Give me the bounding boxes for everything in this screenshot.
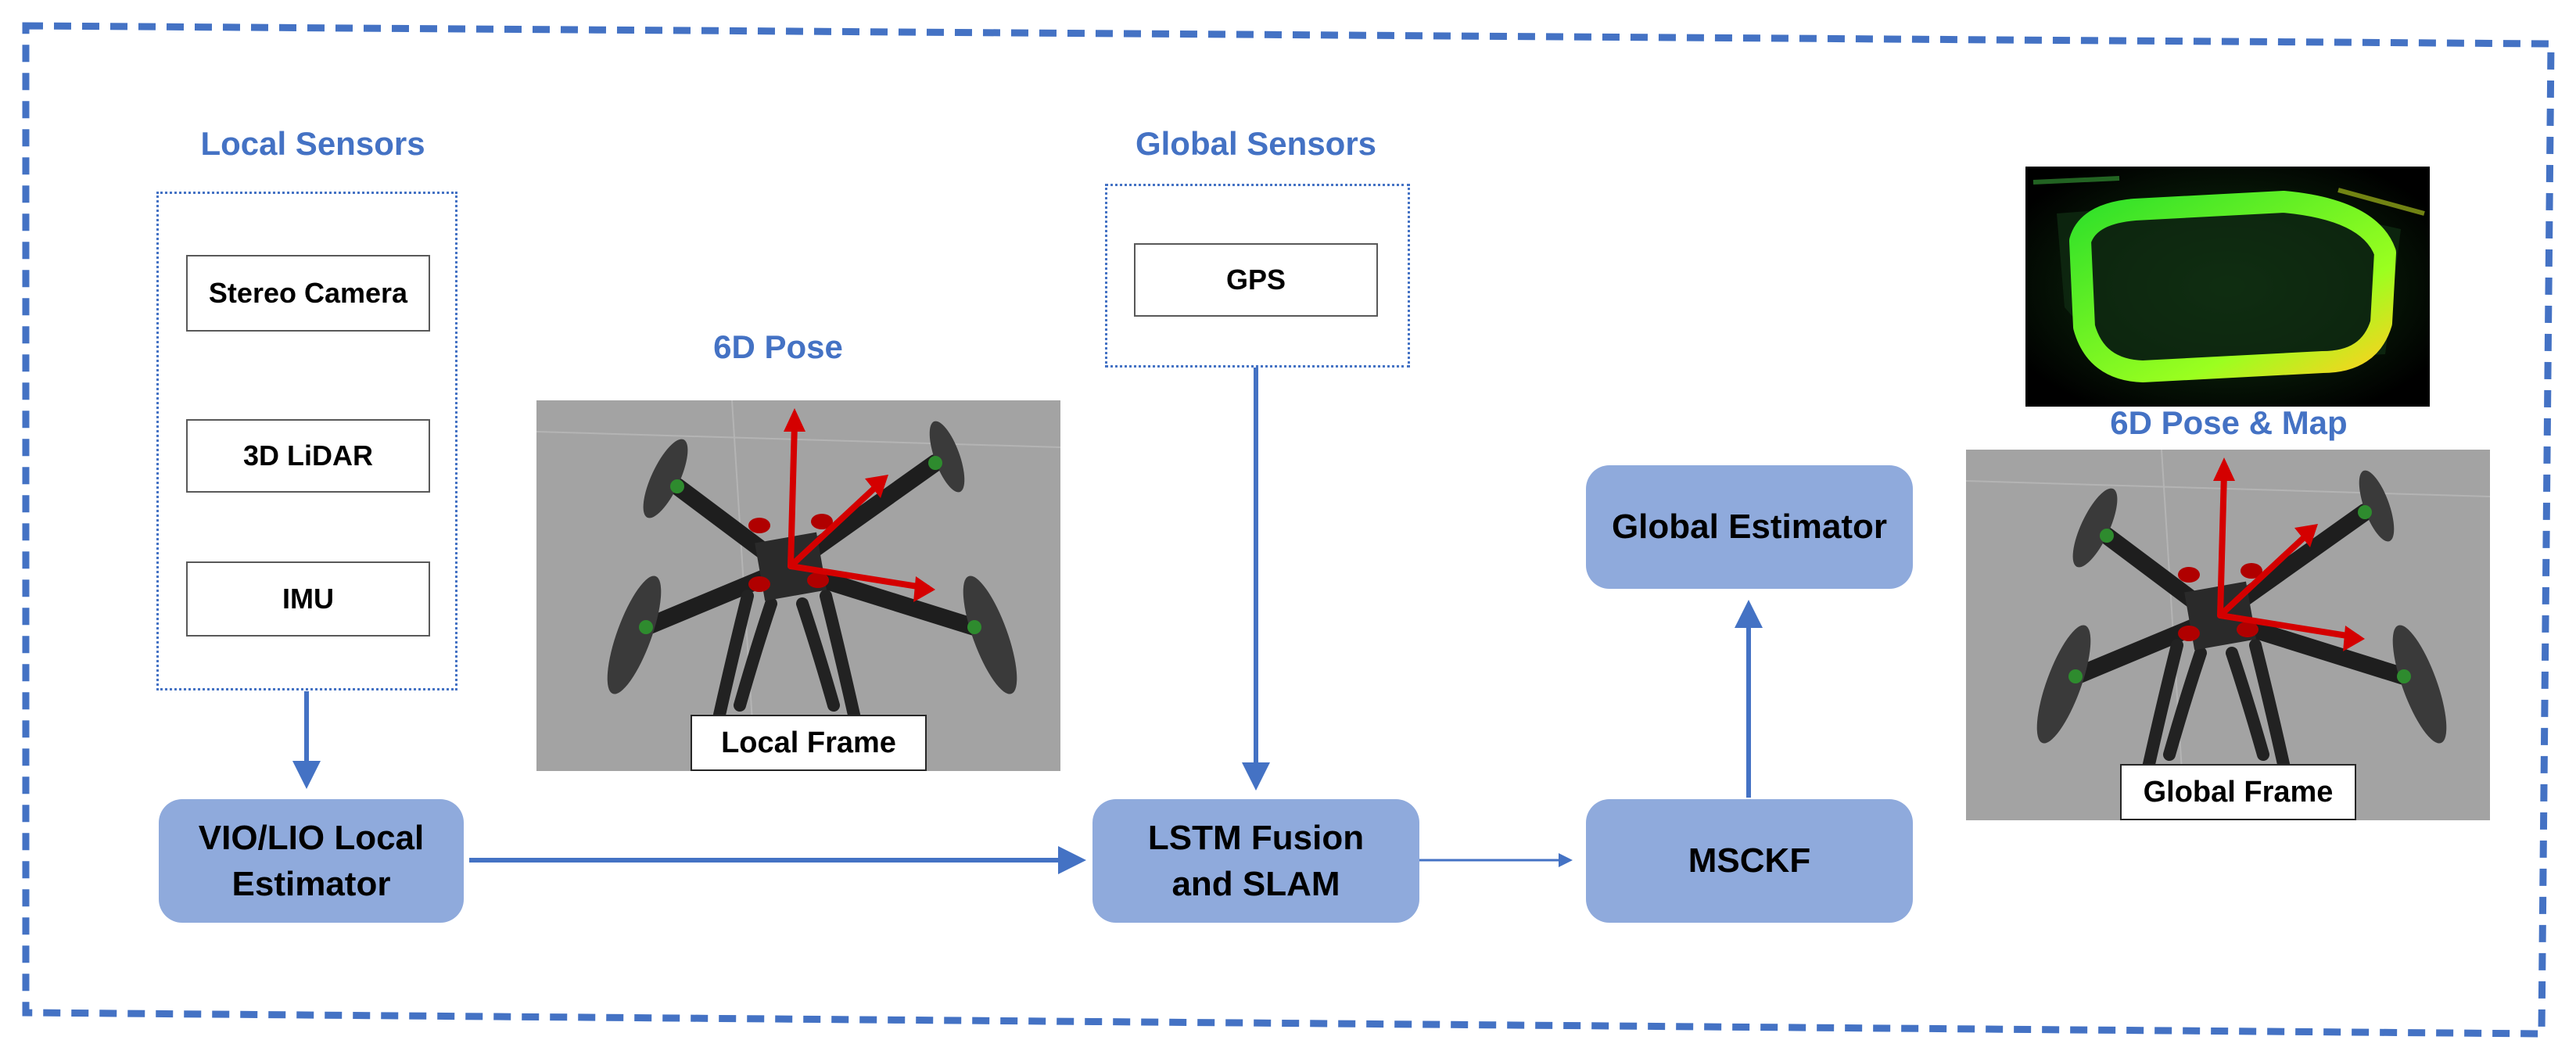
lidar-box: 3D LiDAR — [186, 419, 430, 493]
vio-lio-line2: Estimator — [231, 865, 391, 903]
lstm-line2: and SLAM — [1171, 865, 1340, 903]
drone-illustration-global — [1966, 450, 2490, 820]
local-pose-title: 6D Pose — [713, 328, 843, 365]
global-frame-label: Global Frame — [2120, 764, 2356, 820]
global-sensors-group — [1105, 184, 1410, 368]
imu-box: IMU — [186, 561, 430, 637]
point-cloud-illustration — [2025, 167, 2430, 407]
local-sensors-title: Local Sensors — [200, 125, 425, 162]
global-estimator-node: Global Estimator — [1586, 465, 1913, 589]
gps-box: GPS — [1134, 243, 1378, 317]
stereo-camera-box: Stereo Camera — [186, 255, 430, 332]
lstm-fusion-node: LSTM Fusion and SLAM — [1092, 799, 1419, 923]
local-sensors-group — [156, 192, 457, 690]
local-frame-label: Local Frame — [691, 715, 927, 771]
global-sensors-title: Global Sensors — [1135, 125, 1377, 162]
point-cloud-map — [2025, 167, 2430, 407]
vio-lio-estimator-node: VIO/LIO Local Estimator — [159, 799, 464, 923]
global-drone-scene — [1966, 450, 2490, 820]
vio-lio-line1: VIO/LIO Local — [198, 818, 425, 857]
drone-illustration — [536, 400, 1060, 771]
global-pose-title: 6D Pose & Map — [2110, 404, 2348, 441]
lstm-line1: LSTM Fusion — [1147, 818, 1365, 857]
msckf-node: MSCKF — [1586, 799, 1913, 923]
local-drone-scene — [536, 400, 1060, 771]
